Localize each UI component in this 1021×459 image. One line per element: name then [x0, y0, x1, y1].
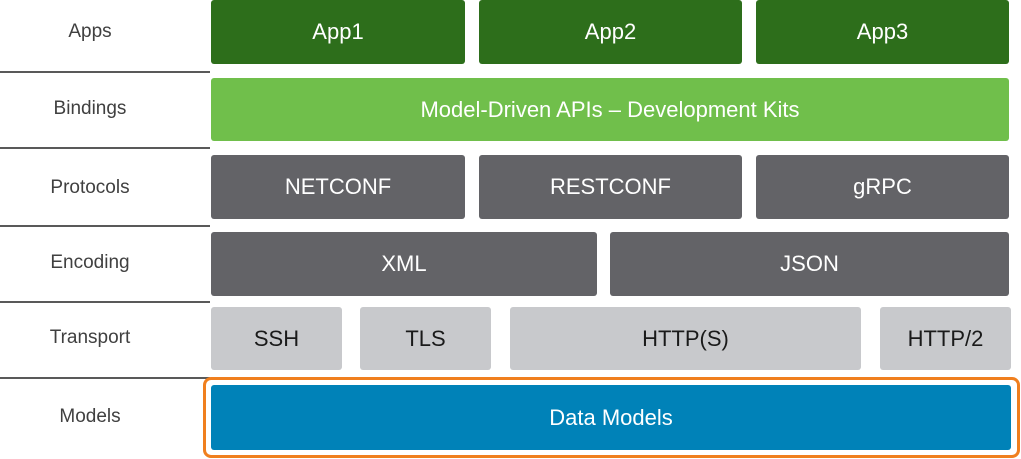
tls-box: TLS: [360, 307, 491, 370]
row-label-apps: Apps: [68, 21, 112, 42]
app1-box: App1: [211, 0, 465, 64]
models-highlight-frame: [203, 377, 1020, 458]
row-label-models: Models: [59, 406, 121, 427]
row-separator: [0, 147, 210, 149]
app3-box: App3: [756, 0, 1009, 64]
row-separator: [0, 225, 210, 227]
xml-box: XML: [211, 232, 597, 296]
row-label-protocols: Protocols: [50, 177, 130, 198]
http2-box: HTTP/2: [880, 307, 1011, 370]
row-separator: [0, 377, 210, 379]
restconf-box: RESTCONF: [479, 155, 742, 219]
app2-box: App2: [479, 0, 742, 64]
row-separator: [0, 301, 210, 303]
model-driven-apis-box: Model-Driven APIs – Development Kits: [211, 78, 1009, 141]
grpc-box: gRPC: [756, 155, 1009, 219]
row-label-bindings: Bindings: [53, 98, 127, 119]
ssh-box: SSH: [211, 307, 342, 370]
row-label-transport: Transport: [49, 327, 131, 348]
json-box: JSON: [610, 232, 1009, 296]
netconf-box: NETCONF: [211, 155, 465, 219]
row-label-encoding: Encoding: [50, 252, 130, 273]
https-box: HTTP(S): [510, 307, 861, 370]
data-models-box: Data Models: [211, 385, 1011, 450]
row-separator: [0, 71, 210, 73]
